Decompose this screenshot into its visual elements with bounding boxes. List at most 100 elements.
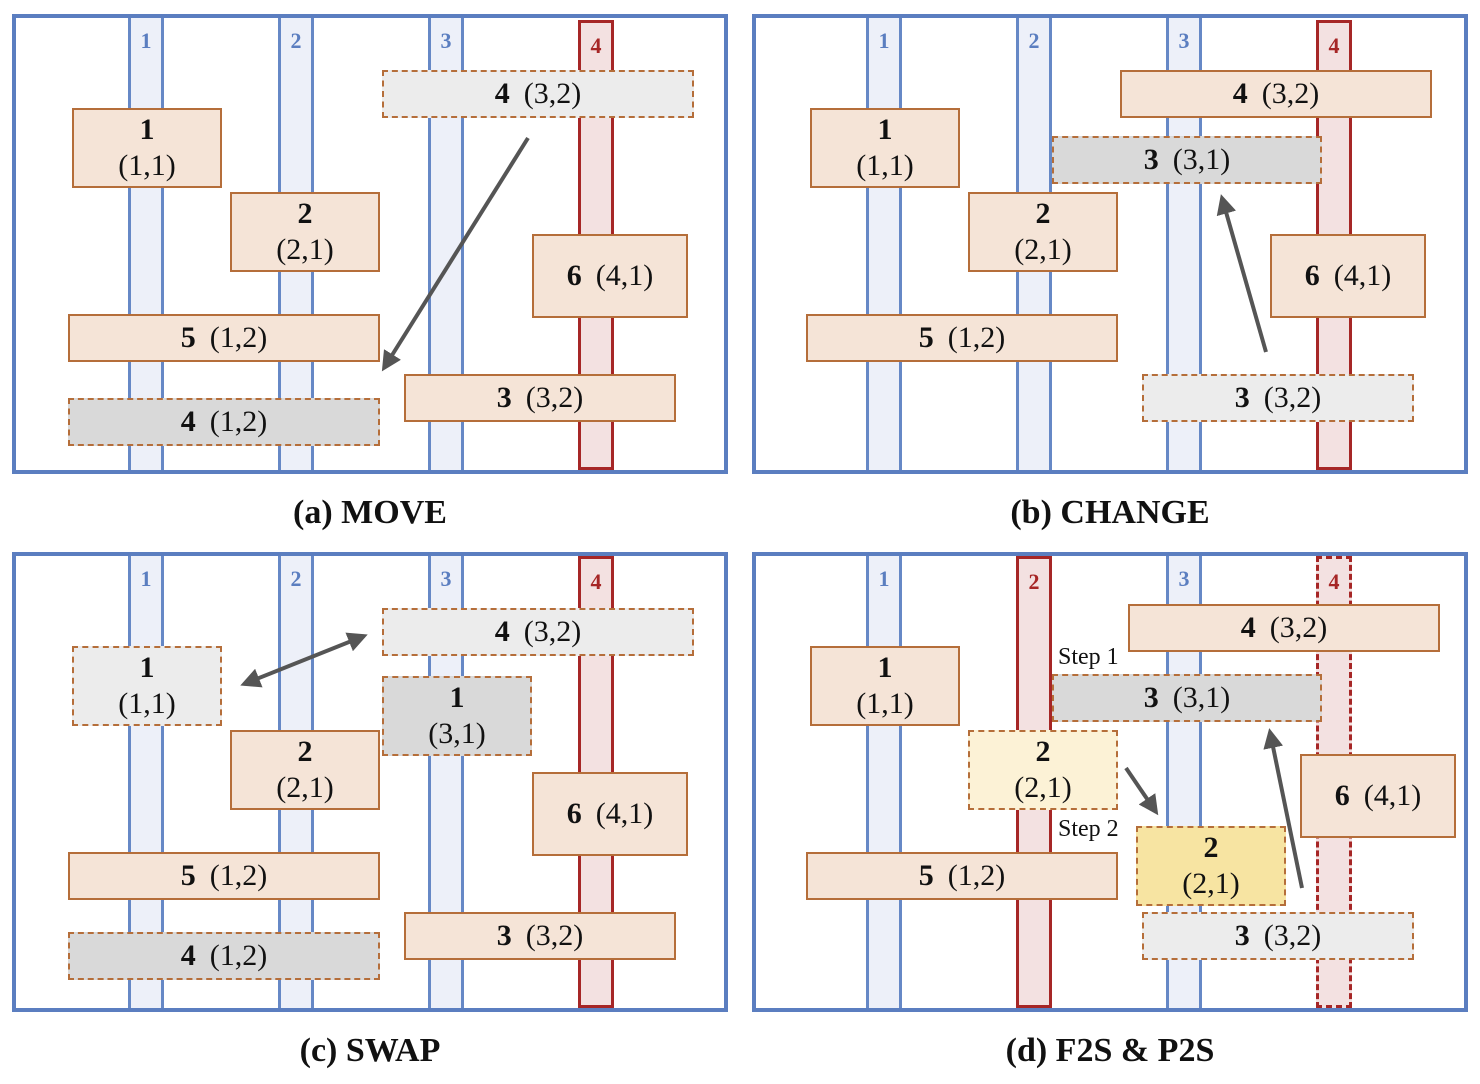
block-id: 3 — [1143, 681, 1159, 714]
lane-1: 1 — [866, 18, 902, 470]
lane-label: 3 — [440, 566, 452, 591]
block-3-original: 3 (3,2) — [1142, 912, 1414, 960]
lane-label: 2 — [1028, 28, 1040, 53]
block-1: 1(1,1) — [72, 108, 222, 188]
lane-label: 4 — [590, 569, 602, 594]
block-2-original: 2(2,1) — [968, 730, 1118, 810]
block-4-moved: 4 (1,2) — [68, 398, 380, 446]
block-id: 2 — [297, 735, 313, 768]
block-2: 2(2,1) — [230, 730, 380, 810]
block-coord: (4,1) — [595, 259, 654, 292]
panel-change: 1 2 3 4 4(3,2) 1(1,1) 3 (3,1) 2(2,1) 6 (4,… — [752, 14, 1468, 474]
block-3-original: 3 (3,2) — [1142, 374, 1414, 422]
block-5: 5 (1,2) — [806, 852, 1118, 900]
panel-swap: 1 2 3 4 4(3,2) 1(1,1) 1(3,1) 2(2,1) 6(4,… — [12, 552, 728, 1012]
block-3-changed: 3 (3,1) — [1052, 136, 1322, 184]
lane-label: 2 — [290, 566, 302, 591]
block-5: 5 (1,2) — [806, 314, 1118, 362]
block-4: 4(3,2) — [1120, 70, 1432, 118]
block-id: 5 — [180, 859, 196, 892]
block-2: 2(2,1) — [230, 192, 380, 272]
caption-swap: (c) SWAP — [299, 1032, 441, 1069]
panel-move: 1 2 3 4 4(3,2) 1(1,1) 2(2,1) 6(4,1) 5(1,… — [12, 14, 728, 474]
lane-label: 1 — [878, 566, 890, 591]
block-4-original: 4 (3,2) — [382, 70, 694, 118]
block-coord: (2,1) — [276, 233, 334, 266]
block-id: 6 — [1334, 779, 1350, 812]
block-coord: (3,2) — [1263, 919, 1322, 952]
lane-label: 4 — [1328, 569, 1340, 594]
block-coord: (1,2) — [209, 939, 268, 972]
block-4: 4(3,2) — [1128, 604, 1440, 652]
block-5: 5(1,2) — [68, 314, 380, 362]
block-coord: (1,2) — [947, 859, 1006, 892]
block-coord: (1,2) — [947, 321, 1006, 354]
block-6: 6 (4,1) — [532, 772, 688, 856]
block-3-changed: 3 (3,1) — [1052, 674, 1322, 722]
block-id: 3 — [496, 919, 512, 952]
block-1: 1(1,1) — [810, 108, 960, 188]
block-id: 4 — [1240, 611, 1256, 644]
block-id: 1 — [139, 113, 155, 146]
lane-1: 1 — [866, 556, 902, 1008]
block-id: 1 — [877, 651, 893, 684]
block-coord: (4,1) — [595, 797, 654, 830]
block-coord: (3,2) — [523, 615, 582, 648]
block-id: 5 — [918, 321, 934, 354]
block-coord: (4,1) — [1363, 779, 1422, 812]
step-2-label: Step 2 — [1058, 816, 1119, 842]
lane-label: 2 — [290, 28, 302, 53]
block-coord: (3,1) — [428, 717, 486, 750]
block-2: 2(2,1) — [968, 192, 1118, 272]
block-coord: (4,1) — [1333, 259, 1392, 292]
block-id: 4 — [180, 939, 196, 972]
block-id: 6 — [1304, 259, 1320, 292]
block-coord: (3,2) — [525, 381, 584, 414]
block-coord: (1,1) — [856, 687, 914, 720]
lane-label: 2 — [1028, 569, 1040, 594]
block-id: 3 — [496, 381, 512, 414]
block-id: 3 — [1143, 143, 1159, 176]
lane-label: 1 — [878, 28, 890, 53]
block-id: 3 — [1234, 919, 1250, 952]
block-id: 1 — [139, 651, 155, 684]
lane-label: 3 — [1178, 28, 1190, 53]
block-6: 6 (4,1) — [1300, 754, 1456, 838]
block-coord: (3,1) — [1172, 143, 1231, 176]
block-coord: (2,1) — [276, 771, 334, 804]
block-coord: (3,2) — [1261, 77, 1320, 110]
block-id: 4 — [180, 405, 196, 438]
block-coord: (3,2) — [1263, 381, 1322, 414]
block-5: 5 (1,2) — [68, 852, 380, 900]
lane-label: 1 — [140, 28, 152, 53]
block-coord: (3,1) — [1172, 681, 1231, 714]
block-4-swapped: 4 (1,2) — [68, 932, 380, 980]
lane-label: 4 — [1328, 33, 1340, 58]
block-id: 1 — [449, 681, 465, 714]
block-id: 4 — [494, 77, 510, 110]
block-coord: (1,2) — [209, 405, 268, 438]
block-id: 4 — [494, 615, 510, 648]
lane-1: 1 — [128, 18, 164, 470]
block-id: 2 — [1035, 197, 1051, 230]
block-1: 1(1,1) — [810, 646, 960, 726]
caption-f2s-p2s: (d) F2S & P2S — [1005, 1032, 1215, 1069]
lane-label: 1 — [140, 566, 152, 591]
block-coord: (1,2) — [209, 859, 268, 892]
caption-move: (a) MOVE — [293, 494, 447, 531]
block-id: 3 — [1234, 381, 1250, 414]
block-3: 3 (3,2) — [404, 374, 676, 422]
block-2-relocated: 2(2,1) — [1136, 826, 1286, 906]
block-id: 5 — [180, 321, 196, 354]
block-id: 6 — [566, 797, 582, 830]
block-id: 2 — [1203, 831, 1219, 864]
panel-f2s-p2s: 1 2 3 4 4(3,2) 1(1,1) Step 1 3(3,1) 2(2,… — [752, 552, 1468, 1012]
lane-label: 3 — [440, 28, 452, 53]
block-1-original: 1(1,1) — [72, 646, 222, 726]
block-id: 5 — [918, 859, 934, 892]
block-id: 2 — [297, 197, 313, 230]
block-coord: (2,1) — [1014, 771, 1072, 804]
block-4-original: 4 (3,2) — [382, 608, 694, 656]
block-coord: (3,2) — [523, 77, 582, 110]
block-coord: (1,1) — [118, 149, 176, 182]
